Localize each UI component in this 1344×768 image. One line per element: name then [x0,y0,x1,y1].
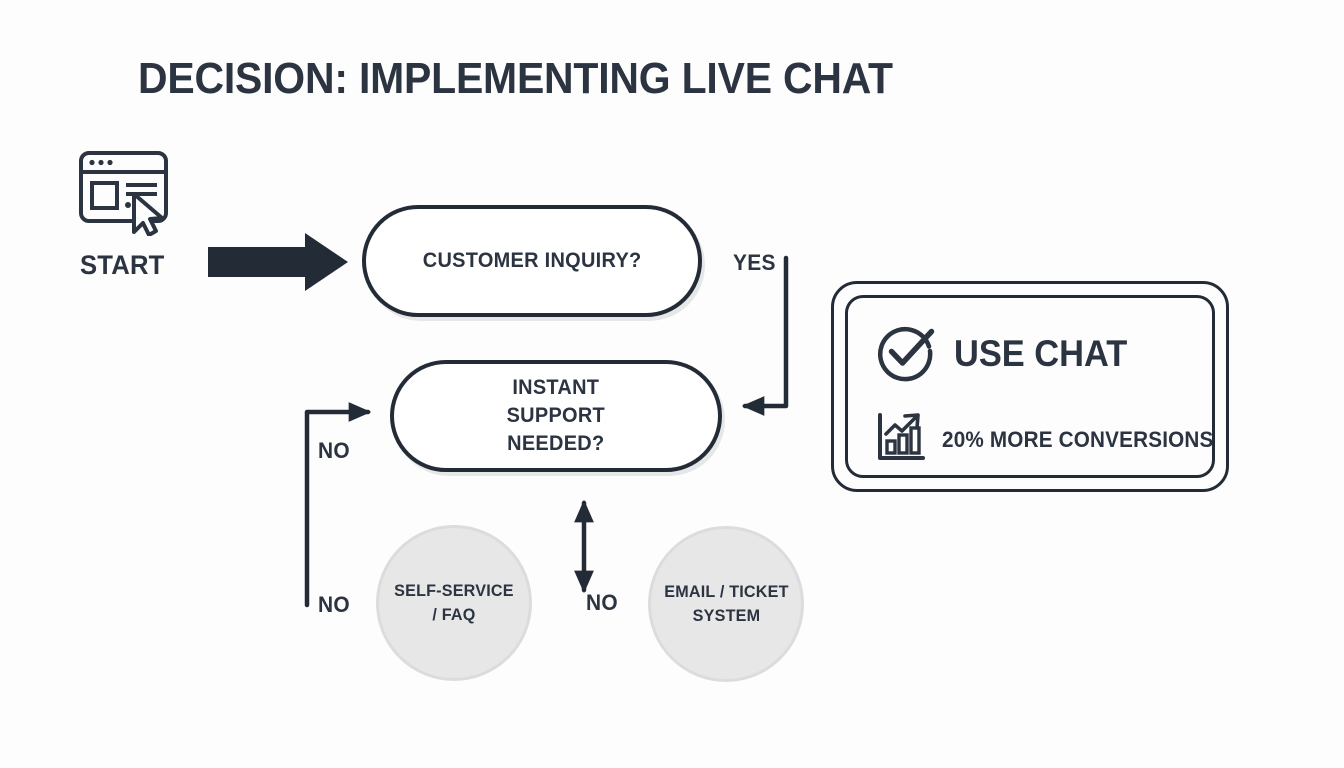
edge-inquiry-yes [741,255,789,416]
node-customer-inquiry[interactable]: CUSTOMER INQUIRY? [362,205,702,317]
edge-label-no-top: NO [318,438,350,463]
outcome-panel-use-chat: USE CHAT 20% MORE CONVERSIONS [831,281,1229,492]
node-self-service[interactable]: SELF-SERVICE / FAQ [376,525,532,681]
outcome-title: USE CHAT [954,332,1128,374]
bar-chart-growth-icon [874,411,926,468]
outcome-metric: 20% MORE CONVERSIONS [942,426,1214,452]
edge-label-no-middle: NO [586,590,618,615]
start-node: START [62,138,252,298]
outcome-primary-row: USE CHAT [874,320,1140,387]
outcome-panel-inner-border: USE CHAT 20% MORE CONVERSIONS [845,295,1215,478]
node-instant-support[interactable]: INSTANT SUPPORT NEEDED? [390,360,722,472]
browser-window-cursor-icon [72,144,178,241]
edge-label-no-bottom: NO [318,592,350,617]
page-title: DECISION: IMPLEMENTING LIVE CHAT [138,54,893,103]
node-email-ticket[interactable]: EMAIL / TICKET SYSTEM [648,526,804,682]
start-label: START [80,250,165,280]
node-instant-support-label: INSTANT SUPPORT NEEDED? [506,376,606,455]
edge-label-yes: YES [733,250,776,275]
node-self-service-label: SELF-SERVICE / FAQ [394,580,514,624]
check-circle-icon [874,320,936,387]
node-customer-inquiry-label: CUSTOMER INQUIRY? [422,249,642,273]
outcome-metric-row: 20% MORE CONVERSIONS [874,411,1231,468]
node-email-ticket-label: EMAIL / TICKET SYSTEM [663,581,789,625]
